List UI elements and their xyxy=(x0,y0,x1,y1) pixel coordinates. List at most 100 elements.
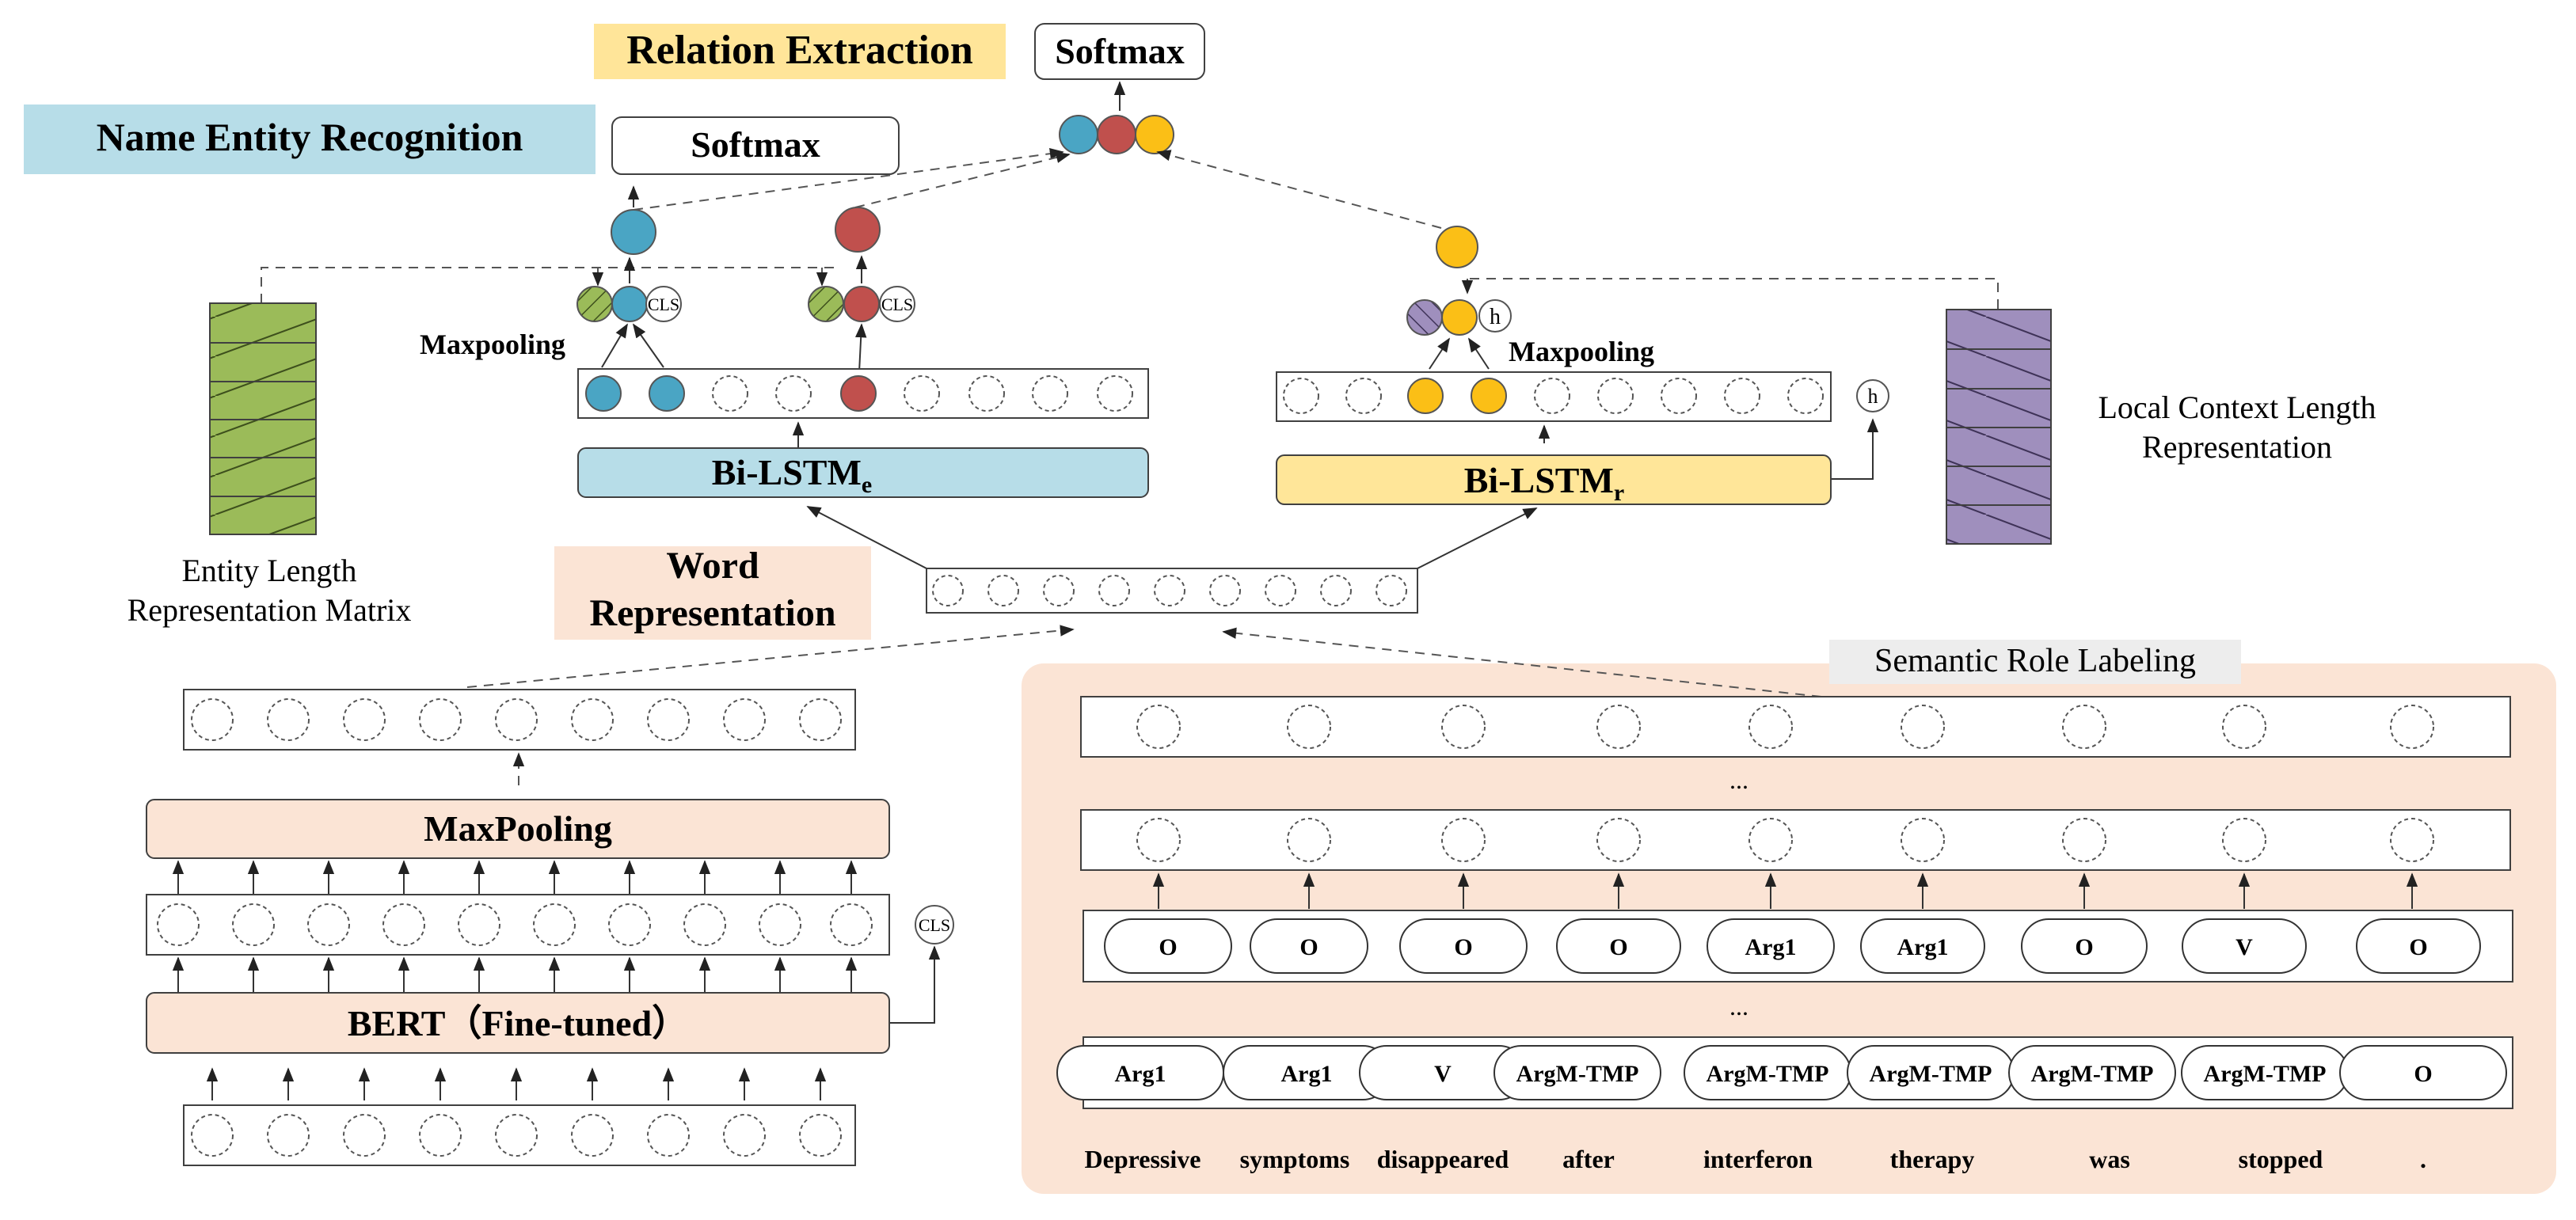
srl-tag-row-1-pill-label: O xyxy=(1159,934,1177,960)
srl-tag-row-1-pill-label: V xyxy=(2235,934,2253,960)
ner-cls-node-2 xyxy=(879,286,915,322)
bert-cls-label: CLS xyxy=(919,915,950,935)
bert-input-arrows xyxy=(206,1067,827,1100)
entity-length-label-2: Representation Matrix xyxy=(127,592,412,628)
bert-output-circles xyxy=(191,698,842,741)
srl-word: symptoms xyxy=(1240,1145,1350,1173)
bert-box xyxy=(146,992,890,1054)
srl-tag-row-1-pill xyxy=(1556,918,1681,974)
srl-tag-row-2-pill-label: ArgM-TMP xyxy=(1707,1061,1829,1087)
srl-ellipsis-2: ... xyxy=(1729,992,1748,1020)
local-context-label-2: Representation xyxy=(2142,429,2332,465)
re-h-label: h xyxy=(1490,305,1501,329)
bilstm-r-box xyxy=(1276,454,1832,505)
bert-hidden-row xyxy=(146,894,890,956)
ner-blue-node xyxy=(611,286,648,322)
ner-cls-node-1 xyxy=(645,286,682,322)
srl-tag-row-2-pill-label: ArgM-TMP xyxy=(1870,1061,1992,1087)
srl-tag-row-1-pill-label: Arg1 xyxy=(1897,934,1949,960)
srl-word: stopped xyxy=(2239,1145,2323,1173)
re-yellow-node xyxy=(1441,299,1478,336)
srl-tag-row-1-pill xyxy=(1104,918,1232,974)
srl-tag-row-2-pill-label: Arg1 xyxy=(1115,1061,1166,1087)
maxpooling-bert-box xyxy=(146,799,890,859)
srl-tag-row-2-pill xyxy=(2339,1045,2507,1100)
ner-red-output xyxy=(835,207,881,253)
srl-tag-row-2-pill-label: ArgM-TMP xyxy=(2031,1061,2154,1087)
ner-lstm-output-circles xyxy=(585,375,1133,412)
srl-word: . xyxy=(2420,1145,2426,1173)
word-rep-label-bg xyxy=(554,546,871,640)
srl-top-circles xyxy=(1136,705,2434,749)
srl-arrows xyxy=(1152,872,2418,909)
srl-middle-circles xyxy=(1136,818,2434,862)
srl-tag-row-1-pill xyxy=(1399,918,1528,974)
re-label-bg xyxy=(594,24,1006,79)
srl-tag-row-1-pill-label: Arg1 xyxy=(1745,934,1797,960)
local-context-label-1: Local Context Length xyxy=(2098,390,2376,425)
bert-input-circles xyxy=(191,1114,842,1157)
srl-ellipsis-1: ... xyxy=(1729,766,1748,794)
re-label: Relation Extraction xyxy=(626,28,973,73)
srl-word: Depressive xyxy=(1085,1145,1201,1173)
srl-word: therapy xyxy=(1890,1145,1975,1173)
srl-tag-row-1-pill-label: O xyxy=(2409,934,2427,960)
srl-tag-row-2-pills: Arg1 Arg1 V ArgM-TMP ArgM-TMP ArgM-TMP ArgM-TM… xyxy=(1056,1045,2507,1100)
srl-tag-row-1-pill-label: O xyxy=(1299,934,1318,960)
srl-tag-row-2-pill-label: ArgM-TMP xyxy=(2204,1061,2327,1087)
entity-length-label-1: Entity Length xyxy=(181,553,356,588)
srl-tag-row-2-pill xyxy=(2008,1045,2176,1100)
bert-cls-node xyxy=(915,905,954,944)
softmax-ner-box xyxy=(611,116,900,175)
srl-tag-row-1-pill-label: O xyxy=(1454,934,1472,960)
word-rep-label-1: Word xyxy=(666,545,759,587)
srl-word: disappeared xyxy=(1377,1145,1509,1173)
word-rep-label-2: Representation xyxy=(589,592,835,634)
srl-word: interferon xyxy=(1703,1145,1813,1173)
srl-tag-row-2-pill-label: Arg1 xyxy=(1281,1061,1333,1087)
re-h-side-label: h xyxy=(1868,385,1878,408)
softmax-ner-label: Softmax xyxy=(691,124,820,165)
srl-tag-row-1-pill xyxy=(1860,918,1985,974)
maxpooling-bert-arrows xyxy=(172,860,858,895)
srl-tag-row-1-pill xyxy=(2021,918,2148,974)
word-rep-circles xyxy=(932,575,1407,606)
srl-title: Semantic Role Labeling xyxy=(1874,643,2196,679)
srl-tag-row-2-pill xyxy=(1493,1045,1661,1100)
re-blue-node xyxy=(1059,115,1098,154)
ner-blue-output xyxy=(611,209,656,255)
srl-word: was xyxy=(2089,1145,2130,1173)
srl-tag-row-2-pill-label: V xyxy=(1434,1061,1452,1087)
ner-cls-label-2: CLS xyxy=(881,295,913,314)
ner-cls-label-1: CLS xyxy=(648,295,679,314)
srl-tag-row-1-pill-label: O xyxy=(1609,934,1627,960)
bert-hidden-circles xyxy=(157,903,873,946)
bilstm-r-label: Bi-LSTMr xyxy=(1464,460,1624,506)
re-lstm-output-circles xyxy=(1283,378,1824,414)
srl-tag-row-1-pill xyxy=(1707,918,1835,974)
srl-tag-row-1-pill xyxy=(2356,918,2481,974)
re-yellow-node xyxy=(1135,115,1174,154)
srl-title-bg xyxy=(1829,640,2241,684)
softmax-top-label: Softmax xyxy=(1055,31,1185,71)
ner-label-bg xyxy=(24,105,595,174)
re-h-side-node xyxy=(1856,379,1889,412)
bilstm-e-box xyxy=(577,447,1149,498)
re-yellow-output xyxy=(1436,226,1478,268)
re-hatched-node xyxy=(1406,299,1443,336)
re-red-node xyxy=(1097,115,1136,154)
srl-tag-row-1-pill xyxy=(2182,918,2307,974)
maxpooling-bert-label: MaxPooling xyxy=(424,808,612,849)
ner-maxpooling-label: Maxpooling xyxy=(420,329,565,360)
ner-hatched-node-1 xyxy=(576,286,613,322)
srl-tag-row-1-pill xyxy=(1250,918,1368,974)
re-h-node xyxy=(1478,299,1512,333)
ner-hatched-node-2 xyxy=(808,286,844,322)
ner-label: Name Entity Recognition xyxy=(97,115,523,159)
ner-red-node xyxy=(843,286,880,322)
bilstm-e-label: Bi-LSTMe xyxy=(712,452,872,498)
srl-tag-row-2-pill-label: O xyxy=(2414,1061,2432,1087)
bert-output-arrows xyxy=(172,956,858,993)
